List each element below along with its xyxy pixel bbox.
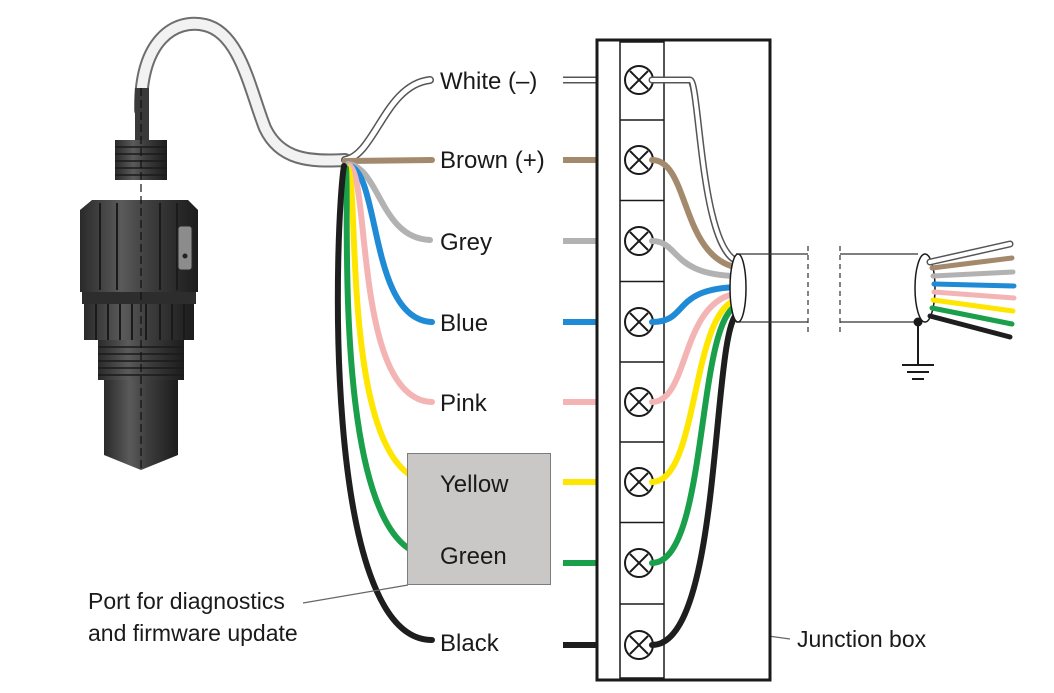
- terminal-screw-icon: [620, 119, 664, 175]
- output-cable: [729, 240, 1017, 340]
- terminal-screw-icon: [620, 199, 664, 256]
- wire-label-brown: Brown (+): [440, 147, 545, 174]
- wire-label-blue: Blue: [440, 310, 489, 337]
- terminal-screw-icon: [620, 603, 664, 660]
- terminal-strip: [620, 65, 664, 660]
- junction-internal-wires: [648, 76, 744, 648]
- diagnostics-port-box: [407, 453, 551, 585]
- port-callout-leader: [302, 584, 409, 604]
- terminal-screw-icon: [620, 361, 664, 417]
- terminal-screw-icon: [624, 65, 654, 95]
- sensor-wire-harness: [334, 76, 435, 643]
- level-sensor: [80, 16, 352, 470]
- wire-label-grey: Grey: [440, 229, 493, 256]
- terminal-screw-icon: [620, 441, 664, 497]
- wire-label-green: Green: [440, 543, 507, 570]
- wire-label-white: White (–): [440, 68, 538, 95]
- wire-label-black: Black: [440, 630, 499, 657]
- terminal-screw-icon: [620, 280, 664, 337]
- port-callout-line1: Port for diagnostics: [88, 588, 285, 614]
- port-callout-line2: and firmware update: [88, 620, 298, 646]
- wire-label-pink: Pink: [440, 390, 487, 417]
- junction-box-label: Junction box: [797, 626, 927, 652]
- terminal-wire-stubs: [563, 76, 597, 648]
- ground-icon: [902, 317, 934, 380]
- wire-label-yellow: Yellow: [440, 471, 509, 498]
